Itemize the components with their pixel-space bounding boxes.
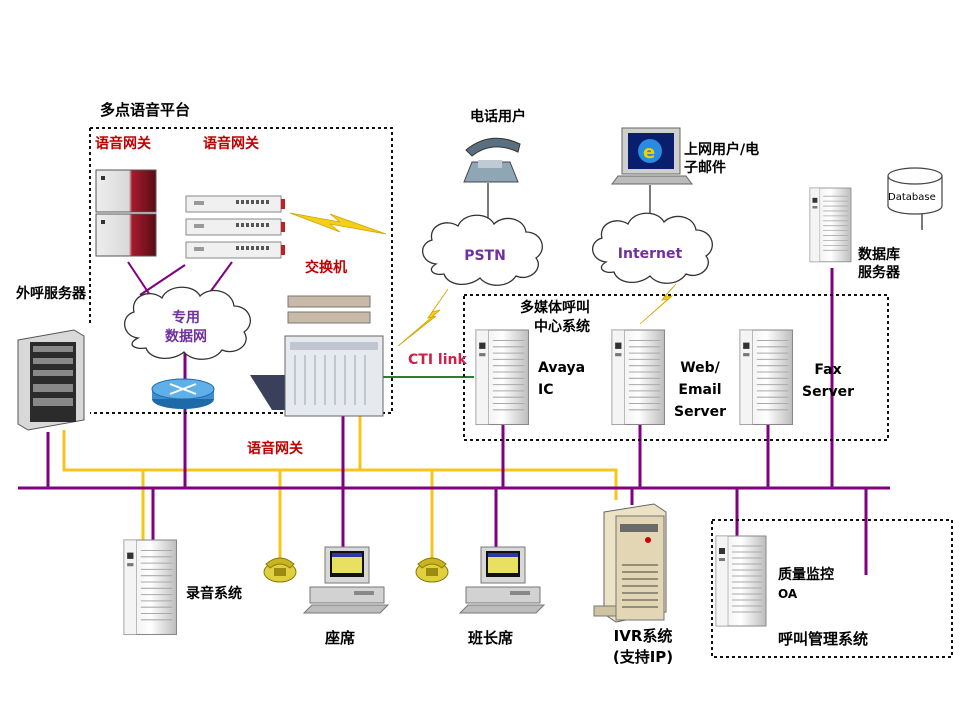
pbx-switch-icon (250, 295, 384, 417)
outbound-server-label: 外呼服务器 (16, 286, 86, 302)
avaya-ic-label: Avaya IC (538, 360, 586, 398)
database-icon (887, 167, 943, 215)
voice-gateway-rack-icon (185, 195, 286, 259)
phone-user-label: 电话用户 (470, 109, 526, 125)
cloud-internet (592, 212, 713, 284)
oa-label: OA (778, 587, 798, 601)
quality-monitor-server-icon (715, 535, 767, 627)
ivr-label: IVR系统 (支持IP) (612, 627, 674, 666)
ivr-tower-icon (593, 503, 667, 623)
voice-gateway-server-icon (95, 169, 157, 257)
web-email-label: Web/ Email Server (673, 360, 726, 420)
db-server-label: 数据库 服务器 (858, 247, 900, 281)
avaya-ic-server-icon (475, 329, 530, 426)
call-mgmt-label: 呼叫管理系统 (778, 630, 869, 648)
agent-pc-icon (303, 546, 389, 614)
database-server-icon (809, 187, 852, 263)
cti-link-label: CTI link (408, 352, 467, 368)
router-icon (151, 378, 215, 409)
yellow-voice-lines (62, 415, 618, 560)
switch-label: 交换机 (305, 260, 347, 276)
platform-title: 多点语音平台 (100, 101, 191, 119)
database-label: Database (888, 192, 936, 203)
supervisor-pc-icon (459, 546, 545, 614)
internet-label: Internet (617, 246, 683, 262)
agent-phone-icon (263, 557, 297, 583)
lightning-icon (289, 212, 677, 347)
gateway-right-label: 语音网关 (203, 136, 259, 152)
web-email-server-icon (611, 329, 666, 426)
svg-text:e: e (643, 142, 655, 163)
pstn-label: PSTN (464, 248, 506, 264)
recording-label: 录音系统 (186, 586, 242, 602)
quality-label: 质量监控 (778, 567, 834, 583)
supervisor-phone-icon (415, 557, 449, 583)
internet-user-label: 上网用户/电 子邮件 (684, 142, 760, 176)
gateway-bottom-label: 语音网关 (247, 441, 303, 457)
private-net-label: 专用 数据网 (165, 310, 207, 345)
cloud-private-net (124, 286, 251, 360)
dotted-boxes (89, 127, 953, 658)
multimedia-title: 多媒体呼叫 中心系统 (520, 300, 590, 335)
telephone-icon (463, 137, 521, 183)
fax-server-icon (739, 329, 794, 426)
recording-server-icon (123, 539, 178, 636)
internet-user-pc-icon: e (611, 127, 693, 185)
fax-server-label: Fax Server (801, 362, 854, 400)
supervisor-label: 班长席 (468, 629, 514, 647)
bus-lines (18, 261, 890, 575)
cloud-pstn (422, 214, 543, 286)
outbound-server-cabinet-icon (17, 329, 85, 431)
agent-label: 座席 (325, 629, 356, 647)
gateway-left-label: 语音网关 (95, 136, 151, 152)
black-links (487, 183, 923, 230)
